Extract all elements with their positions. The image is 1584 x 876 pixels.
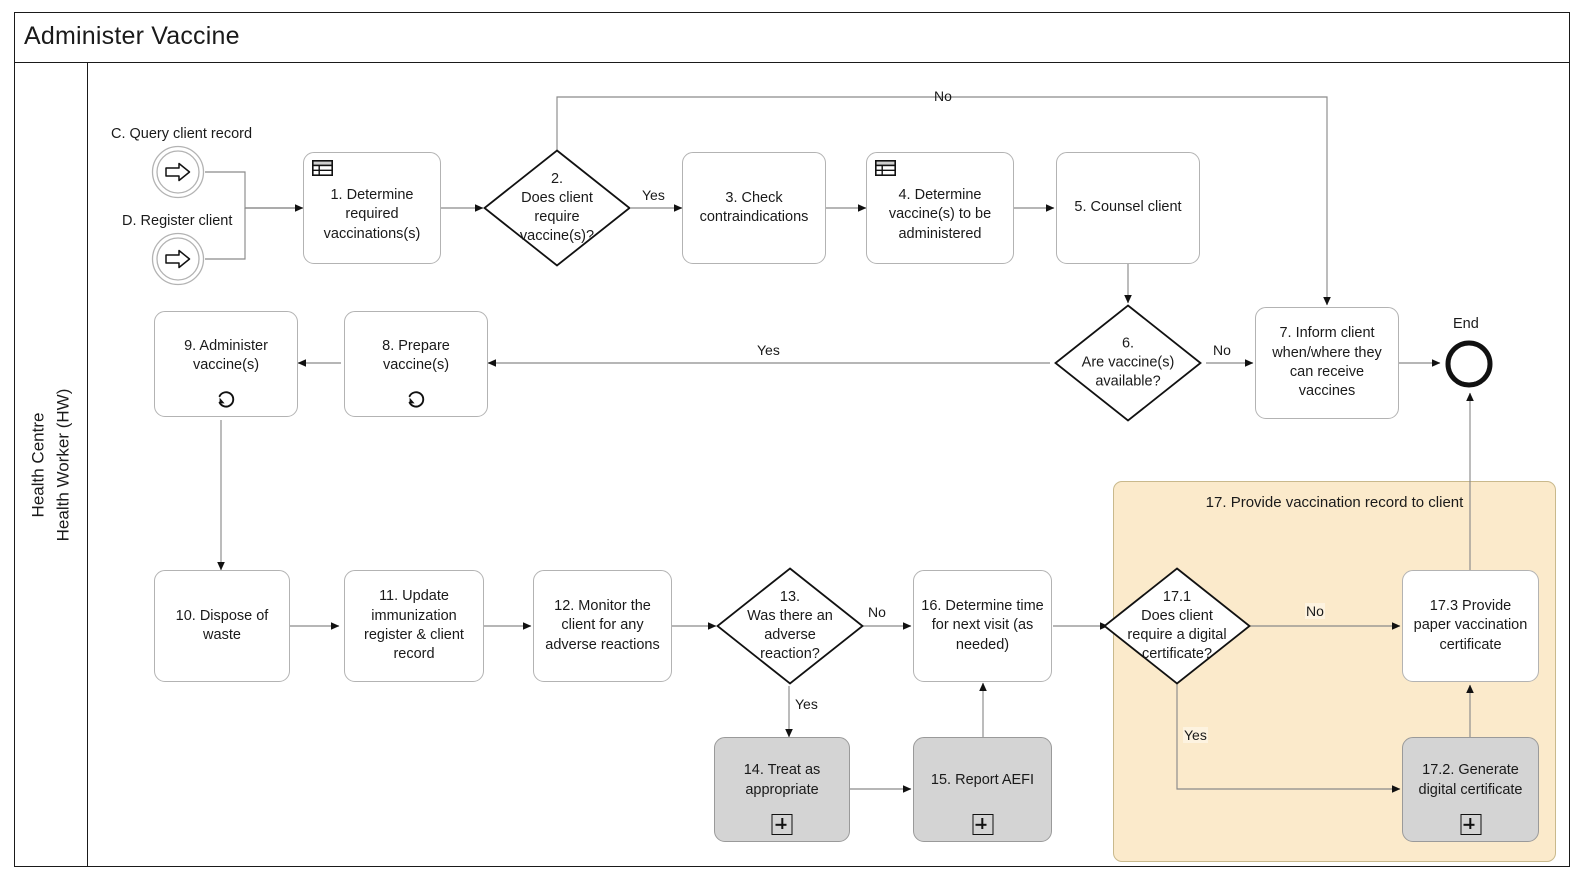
loop-marker-icon [408, 391, 425, 408]
lane-label-line1: Health Centre [27, 412, 47, 518]
business-rule-icon [312, 160, 333, 176]
task-label: 14. Treat as appropriate [743, 762, 821, 798]
task-11-update-immunization-register[interactable]: 11. Update immunization register & clien… [344, 570, 484, 682]
task-12-monitor-client-adverse-reactions[interactable]: 12. Monitor the client for any adverse r… [533, 570, 672, 682]
flow-label-gateway-6-yes: Yes [757, 342, 780, 358]
task-label: 4. Determine vaccine(s) to be administer… [888, 187, 992, 242]
pool-header [14, 12, 1570, 63]
gateway-17-1-does-client-require-digital-certificate[interactable]: 17.1 Does client require a digital certi… [1103, 567, 1251, 685]
gateway-diamond-icon [1054, 304, 1202, 422]
gateway-2-does-client-require-vaccines[interactable]: 2. Does client require vaccine(s)? [483, 149, 631, 267]
task-7-inform-client-when-where[interactable]: 7. Inform client when/where they can rec… [1255, 307, 1399, 419]
flow-label-gateway-17-1-yes: Yes [1183, 727, 1208, 743]
subprocess-17-title: 17. Provide vaccination record to client [1205, 494, 1464, 511]
gateway-6-are-vaccines-available[interactable]: 6. Are vaccine(s) available? [1054, 304, 1202, 422]
task-3-check-contraindications[interactable]: 3. Check contraindications [682, 152, 826, 264]
task-label: 1. Determine required vaccinations(s) [323, 187, 421, 242]
gateway-13-was-there-an-adverse-reaction[interactable]: 13. Was there an adverse reaction? [716, 567, 864, 685]
flow-label-gateway-13-yes: Yes [795, 696, 818, 712]
task-label: 15. Report AEFI [930, 771, 1035, 788]
start-event-register-client[interactable] [151, 232, 205, 286]
gateway-diamond-icon [483, 149, 631, 267]
flow-label-gateway-17-1-no: No [1305, 603, 1325, 619]
task-9-administer-vaccines[interactable]: 9. Administer vaccine(s) [154, 311, 298, 417]
task-1-determine-required-vaccinations[interactable]: 1. Determine required vaccinations(s) [303, 152, 441, 264]
message-start-event-icon [151, 232, 205, 286]
business-rule-icon [875, 160, 896, 176]
start-event-d-caption: D. Register client [122, 213, 233, 229]
collapsed-subprocess-plus-icon [771, 814, 793, 835]
task-17-2-generate-digital-certificate[interactable]: 17.2. Generate digital certificate [1402, 737, 1539, 842]
task-16-determine-time-for-next-visit[interactable]: 16. Determine time for next visit (as ne… [913, 570, 1052, 682]
task-label: 16. Determine time for next visit (as ne… [921, 598, 1044, 653]
task-label: 10. Dispose of waste [175, 607, 269, 643]
task-label: 17.2. Generate digital certificate [1418, 762, 1523, 798]
flow-label-gateway-6-no: No [1213, 342, 1231, 358]
end-event-caption: End [1453, 316, 1479, 332]
task-label: 17.3 Provide paper vaccination certifica… [1413, 598, 1528, 653]
flow-label-gateway-2-no: No [934, 88, 952, 104]
task-label: 9. Administer vaccine(s) [184, 337, 268, 373]
task-label: 7. Inform client when/where they can rec… [1272, 325, 1382, 400]
flow-label-gateway-2-yes: Yes [642, 187, 665, 203]
task-label: 12. Monitor the client for any adverse r… [545, 598, 660, 653]
task-label: 3. Check contraindications [699, 189, 809, 225]
gateway-diamond-icon [716, 567, 864, 685]
task-14-treat-as-appropriate[interactable]: 14. Treat as appropriate [714, 737, 850, 842]
task-5-counsel-client[interactable]: 5. Counsel client [1056, 152, 1200, 264]
task-label: 8. Prepare vaccine(s) [382, 337, 450, 373]
lane-label-line2: Health Worker (HW) [52, 388, 72, 542]
end-event-icon [1445, 340, 1493, 388]
task-17-3-provide-paper-vaccination-certificate[interactable]: 17.3 Provide paper vaccination certifica… [1402, 570, 1539, 682]
task-15-report-aefi[interactable]: 15. Report AEFI [913, 737, 1052, 842]
start-event-c-caption: C. Query client record [111, 126, 253, 142]
collapsed-subprocess-plus-icon [1460, 814, 1481, 835]
lane-label-column: Health Centre Health Worker (HW) [14, 63, 88, 867]
page-title: Administer Vaccine [24, 22, 240, 50]
task-10-dispose-of-waste[interactable]: 10. Dispose of waste [154, 570, 290, 682]
flow-label-gateway-13-no: No [868, 604, 886, 620]
start-event-query-client-record[interactable] [151, 145, 205, 199]
collapsed-subprocess-plus-icon [972, 814, 993, 835]
lane-label: Health Centre Health Worker (HW) [26, 389, 75, 542]
gateway-diamond-icon [1103, 567, 1251, 685]
end-event[interactable] [1444, 339, 1494, 389]
task-label: 5. Counsel client [1074, 199, 1182, 216]
loop-marker-icon [218, 391, 235, 408]
message-start-event-icon [151, 145, 205, 199]
task-8-prepare-vaccines[interactable]: 8. Prepare vaccine(s) [344, 311, 488, 417]
task-4-determine-vaccines-to-be-administered[interactable]: 4. Determine vaccine(s) to be administer… [866, 152, 1014, 264]
task-label: 11. Update immunization register & clien… [364, 588, 464, 663]
